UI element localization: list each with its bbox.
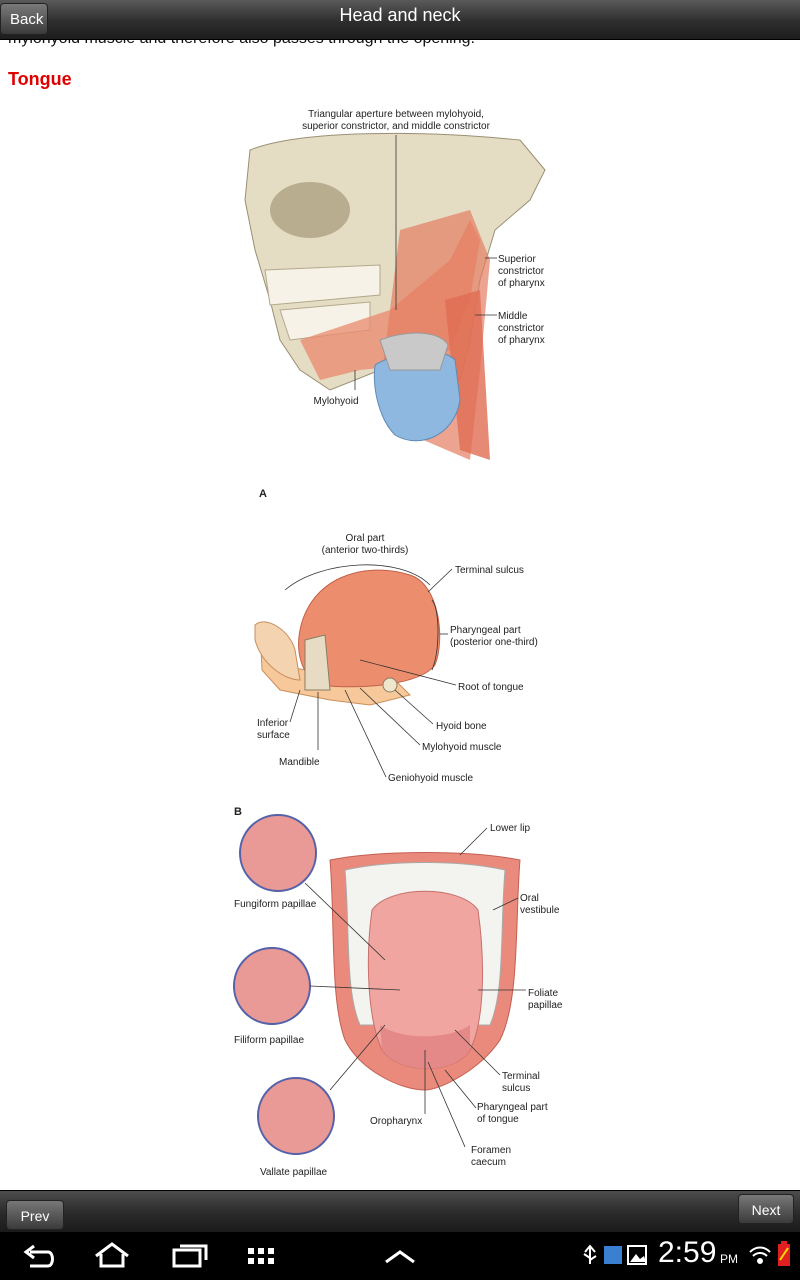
- clock-time: 2:59: [658, 1236, 717, 1269]
- anatomy-illustration: Triangular aperture between mylohyoid, s…: [233, 109, 563, 1178]
- page-title: Head and neck: [339, 5, 461, 25]
- prev-button[interactable]: Prev: [6, 1200, 64, 1230]
- label-root: Root of tongue: [458, 682, 524, 693]
- label-oropharynx: Oropharynx: [370, 1116, 422, 1127]
- recent-apps-icon[interactable]: [172, 1244, 208, 1268]
- label-oral-part-1: Oral part: [346, 533, 385, 544]
- next-button[interactable]: Next: [738, 1194, 794, 1224]
- back-nav-icon[interactable]: [23, 1244, 54, 1268]
- panel-label-b: B: [234, 806, 242, 818]
- label-foramen-1: Foramen: [471, 1145, 511, 1156]
- label-lower-lip: Lower lip: [490, 823, 530, 834]
- label-vallate: Vallate papillae: [260, 1167, 328, 1178]
- label-pharyngeal-2: (posterior one-third): [450, 637, 538, 648]
- label-foliate-2: papillae: [528, 1000, 563, 1011]
- clock-ampm: PM: [720, 1252, 738, 1266]
- label-middle-2: constrictor: [498, 323, 545, 334]
- label-hyoid: Hyoid bone: [436, 721, 487, 732]
- label-aperture-line2: superior constrictor, and middle constri…: [302, 121, 491, 132]
- label-superior-2: constrictor: [498, 266, 545, 277]
- app-grid-icon[interactable]: [248, 1248, 274, 1264]
- label-pharyngeal-part-1: Pharyngeal part: [477, 1102, 548, 1113]
- label-filiform: Filiform papillae: [234, 1035, 304, 1046]
- label-mandible: Mandible: [279, 757, 320, 768]
- label-mylohyoid: Mylohyoid: [313, 396, 358, 407]
- content-area[interactable]: mylohyoid muscle and therefore also pass…: [0, 40, 800, 1190]
- skull-figure: Triangular aperture between mylohyoid, s…: [244, 109, 546, 460]
- title-bar: Back Head and neck: [0, 0, 800, 40]
- battery-icon: [778, 1241, 790, 1266]
- system-navigation-bar: 2:59 PM: [0, 1232, 800, 1280]
- label-oral-vestibule-2: vestibule: [520, 905, 560, 916]
- label-oral-vestibule-1: Oral: [520, 893, 539, 904]
- label-inferior-2: surface: [257, 730, 290, 741]
- skype-icon: [604, 1246, 622, 1264]
- label-geniohyoid: Geniohyoid muscle: [388, 773, 473, 784]
- label-terminal-sulcus-2: sulcus: [502, 1083, 530, 1094]
- back-button[interactable]: Back: [0, 3, 48, 35]
- figure-b-tongue-dorsum: B Lower lip Oral vestibule Fungiform pap…: [233, 806, 563, 1178]
- label-pharyngeal-1: Pharyngeal part: [450, 625, 521, 636]
- figure-a-tongue-sagittal: A Oral part (anterior two-thirds) Termin…: [254, 488, 538, 784]
- chevron-up-icon[interactable]: [385, 1250, 415, 1264]
- home-nav-icon[interactable]: [95, 1242, 129, 1268]
- label-terminal-sulcus-1: Terminal: [502, 1071, 540, 1082]
- label-aperture-line1: Triangular aperture between mylohyoid,: [308, 109, 484, 120]
- label-pharyngeal-part-2: of tongue: [477, 1114, 519, 1125]
- bottom-toolbar: Prev Next: [0, 1190, 800, 1232]
- label-inferior-1: Inferior: [257, 718, 289, 729]
- label-foliate-1: Foliate: [528, 988, 558, 999]
- label-terminal-sulcus: Terminal sulcus: [455, 565, 524, 576]
- label-superior-1: Superior: [498, 254, 536, 265]
- panel-label-a: A: [259, 488, 267, 500]
- label-fungiform: Fungiform papillae: [234, 899, 317, 910]
- wifi-icon: [749, 1246, 771, 1264]
- label-mylohyoid-muscle: Mylohyoid muscle: [422, 742, 502, 753]
- label-middle-1: Middle: [498, 311, 528, 322]
- label-superior-3: of pharynx: [498, 278, 545, 289]
- usb-icon: [583, 1244, 597, 1264]
- label-oral-part-2: (anterior two-thirds): [322, 545, 409, 556]
- label-middle-3: of pharynx: [498, 335, 545, 346]
- label-foramen-2: caecum: [471, 1157, 506, 1168]
- section-heading: Tongue: [8, 69, 72, 89]
- body-text: mylohyoid muscle and therefore also pass…: [8, 40, 475, 48]
- gallery-icon: [627, 1245, 647, 1265]
